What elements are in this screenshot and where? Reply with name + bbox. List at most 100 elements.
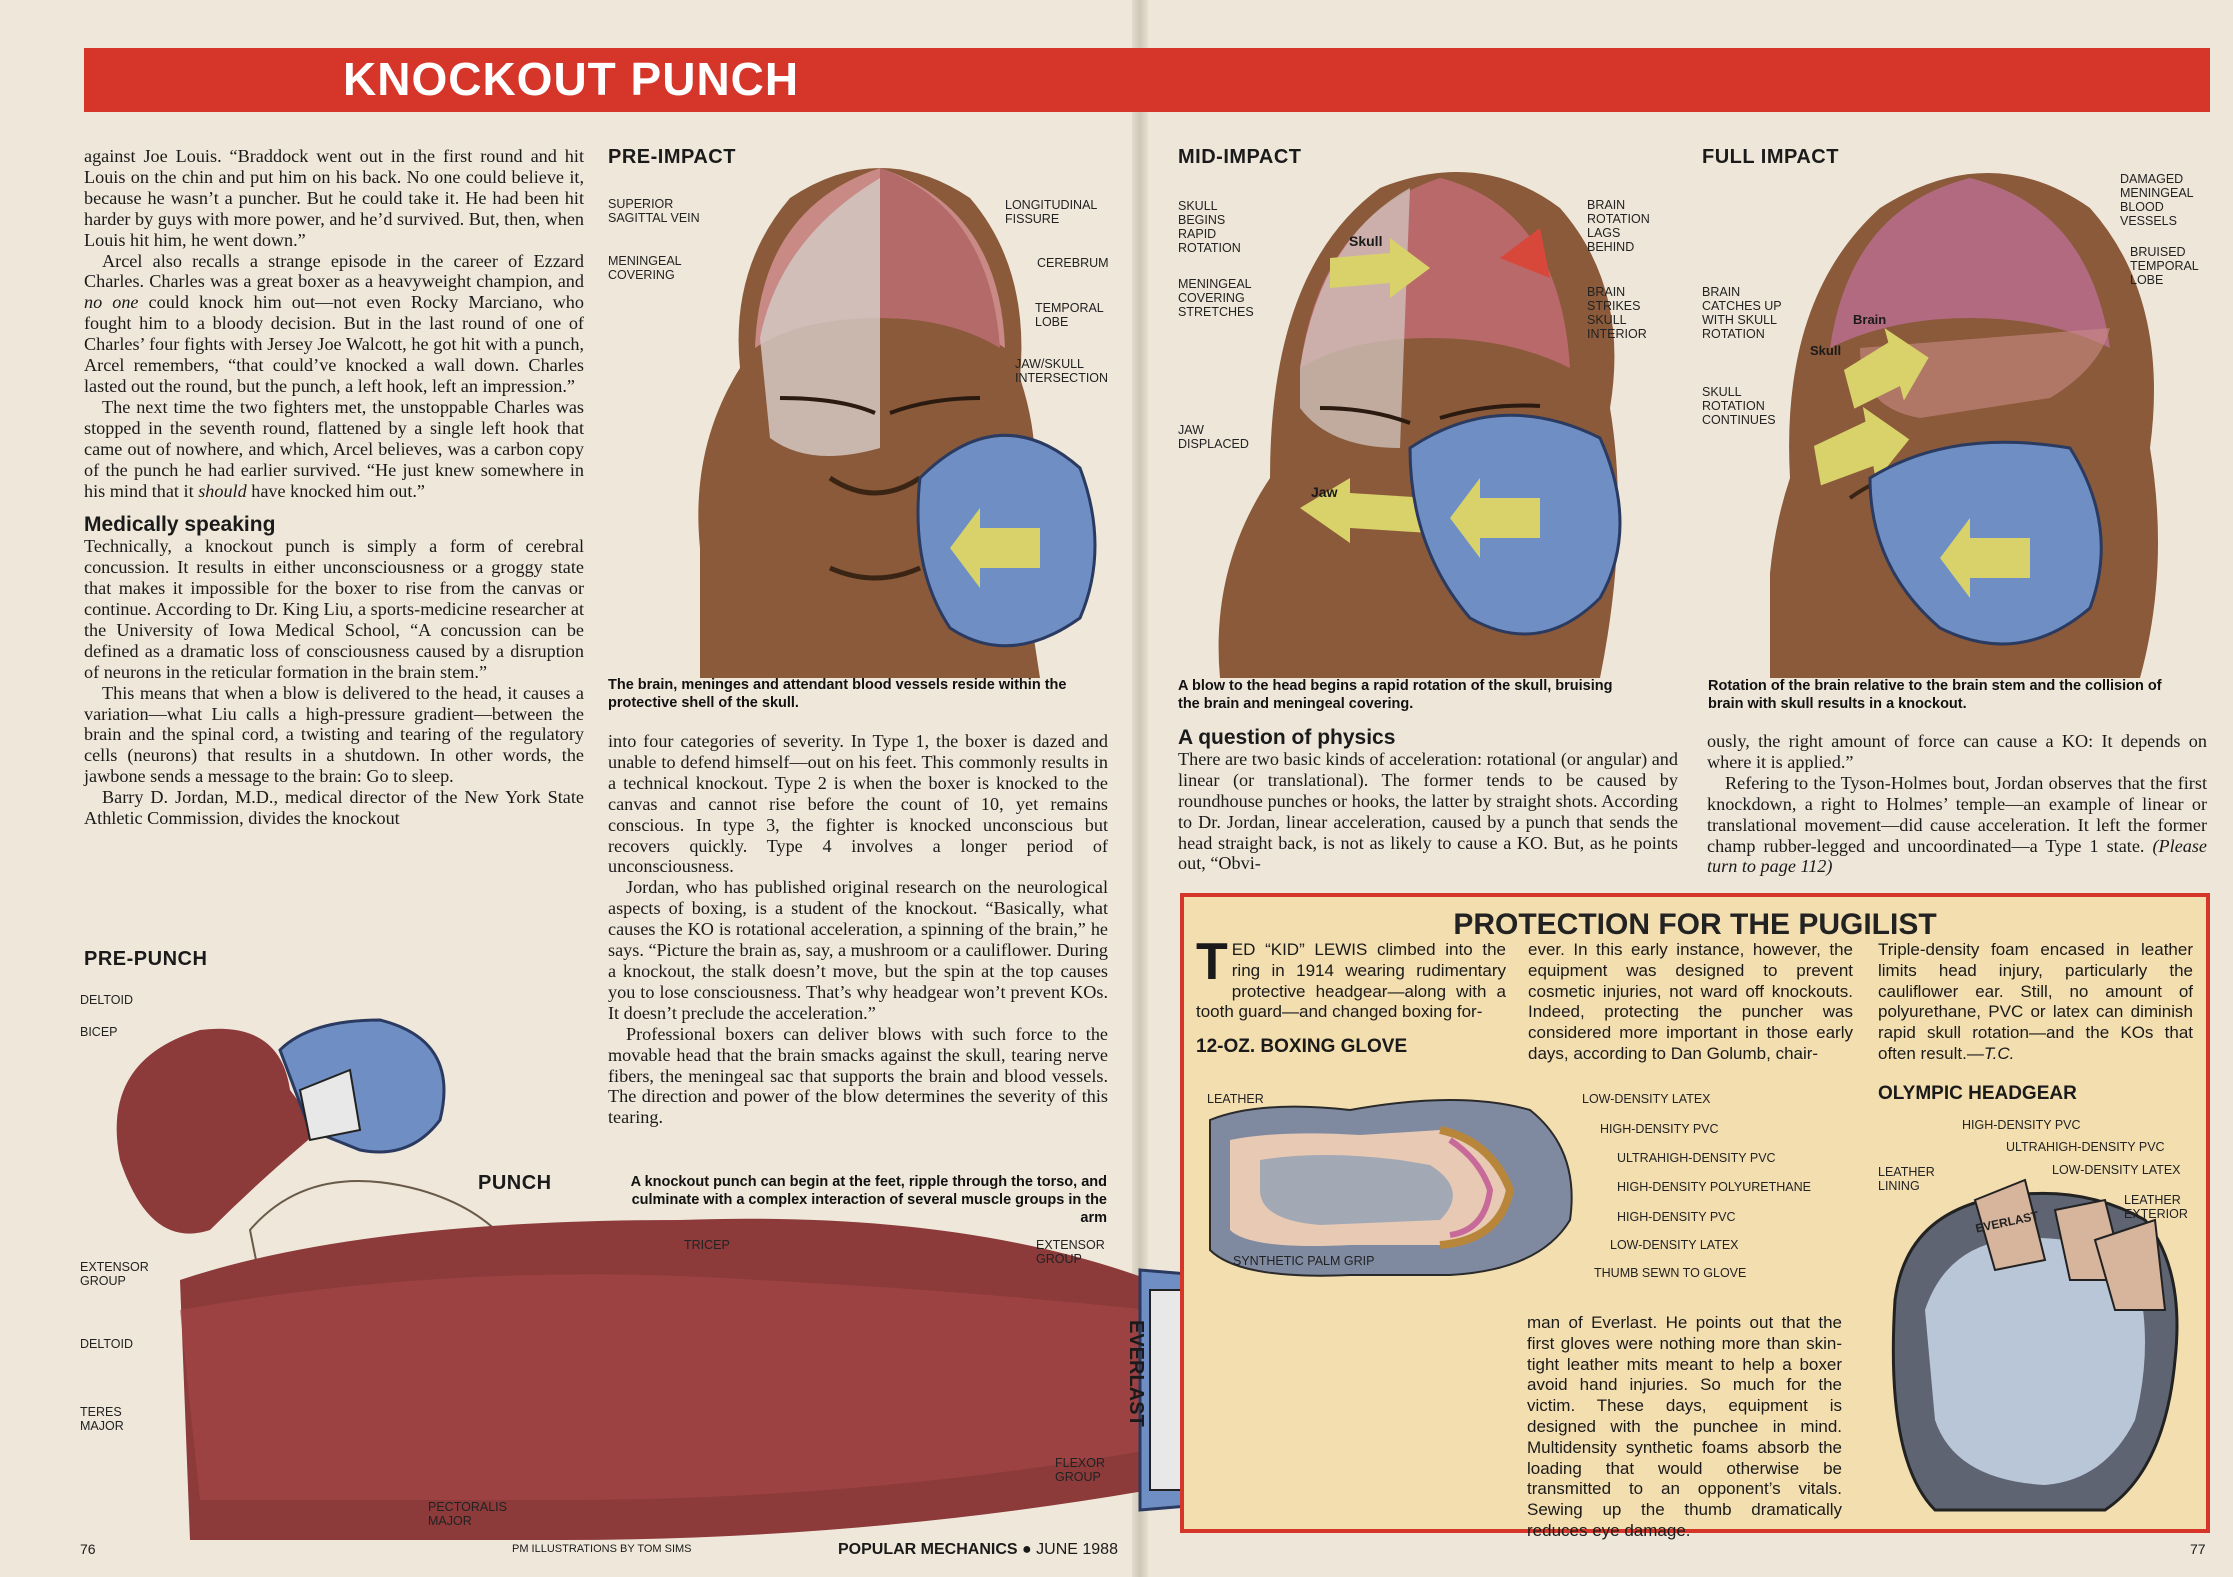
label: HIGH-DENSITY PVC (1600, 1122, 1719, 1136)
paragraph: ously, the right amount of force can cau… (1707, 731, 2207, 772)
continuation-note: (Please turn to page 112) (1707, 835, 2208, 877)
label: DELTOID (80, 993, 134, 1007)
publication-footer: POPULAR MECHANICS ● JUNE 1988 (838, 1541, 1118, 1559)
paragraph: Technically, a knockout punch is simply … (84, 536, 584, 682)
label: JAW DISPLACED (1178, 423, 1249, 451)
punch-title: PUNCH (478, 1172, 552, 1194)
drop-cap: T (1196, 933, 1228, 991)
pre-impact-illustration (698, 168, 1097, 678)
text-span: have knocked him out.” (246, 480, 425, 501)
mid-impact-illustration (1218, 172, 1622, 678)
section-heading: Medically speaking (84, 513, 276, 537)
label: LEATHER (1207, 1092, 1264, 1106)
mid-impact-title: MID-IMPACT (1178, 146, 1302, 168)
figure-caption: The brain, meninges and attendant blood … (608, 677, 1067, 711)
paragraph: Jordan, who has published original resea… (608, 877, 1108, 1023)
sidebar-title: PROTECTION FOR THE PUGILIST (1453, 908, 1937, 941)
label: ULTRAHIGH-DENSITY PVC (1617, 1151, 1776, 1165)
skull-arrow-label: Skull (1810, 343, 1842, 358)
paragraph: Refering to the Tyson-Holmes bout, Jorda… (1707, 773, 2207, 878)
page-number-left: 76 (80, 1541, 96, 1557)
label: THUMB SEWN TO GLOVE (1594, 1266, 1747, 1280)
figure-caption: Rotation of the brain relative to the br… (1708, 678, 2162, 712)
paragraph: This means that when a blow is delivered… (84, 682, 584, 787)
sidebar-column-3: Triple-density foam encased in leather l… (1878, 940, 2193, 1065)
issue-date: JUNE 1988 (1036, 1541, 1118, 1558)
illustration-credit: PM ILLUSTRATIONS BY TOM SIMS (512, 1543, 692, 1555)
label: LOW-DENSITY LATEX (2052, 1163, 2181, 1177)
text-span: Triple-density foam encased in leather l… (1878, 940, 2193, 1063)
publication-name: POPULAR MECHANICS (838, 1541, 1018, 1558)
label: HIGH-DENSITY POLYURETHANE (1617, 1180, 1812, 1194)
author-initials: T.C. (1983, 1043, 2015, 1063)
text-span: The next time the two fighters met, the … (84, 396, 584, 501)
label: BRUISED TEMPORAL LOBE (2130, 245, 2199, 287)
label: CEREBRUM (1037, 256, 1109, 270)
headgear-section-title: OLYMPIC HEADGEAR (1878, 1083, 2077, 1104)
label: JAW/SKULL INTERSECTION (1015, 357, 1109, 385)
label: EXTENSOR GROUP (1036, 1238, 1105, 1266)
label: LEATHER EXTERIOR (2124, 1193, 2188, 1221)
label: LEATHER LINING (1878, 1165, 1935, 1193)
label: HIGH-DENSITY PVC (1617, 1210, 1736, 1224)
label: DAMAGED MENINGEAL BLOOD VESSELS (2120, 172, 2194, 228)
label: MENINGEAL COVERING (608, 254, 682, 282)
article-column-4: ously, the right amount of force can cau… (1707, 731, 2207, 877)
label: FLEXOR GROUP (1055, 1456, 1106, 1484)
skull-arrow-label: Skull (1349, 233, 1383, 249)
page-spine (1132, 0, 1148, 1577)
article-column-2: into four categories of severity. In Typ… (608, 731, 1108, 1128)
text-span: Refering to the Tyson-Holmes bout, Jorda… (1707, 772, 2207, 856)
article-title: KNOCKOUT PUNCH (343, 53, 800, 105)
label: TRICEP (684, 1238, 730, 1252)
label: TERES MAJOR (80, 1405, 124, 1433)
label: PECTORALIS MAJOR (428, 1500, 507, 1528)
olympic-headgear-illustration (1891, 1178, 2179, 1512)
label: SKULL BEGINS RAPID ROTATION (1178, 199, 1241, 255)
article-column-3: A question of physics There are two basi… (1178, 726, 1678, 874)
text-span: Arcel also recalls a strange episode in … (84, 250, 584, 292)
label: TEMPORAL LOBE (1035, 301, 1104, 329)
figure-caption: A knockout punch can begin at the feet, … (630, 1174, 1107, 1226)
paragraph: Professional boxers can deliver blows wi… (608, 1023, 1108, 1128)
label: MENINGEAL COVERING STRETCHES (1178, 277, 1254, 319)
paragraph: The next time the two fighters met, the … (84, 397, 584, 502)
label: SYNTHETIC PALM GRIP (1233, 1254, 1375, 1268)
text-span: ED “KID” LEWIS climbed into the ring in … (1196, 940, 1506, 1022)
emphasis: should (198, 480, 247, 501)
label: DELTOID (80, 1337, 134, 1351)
article-column-1: against Joe Louis. “Braddock went out in… (84, 146, 584, 829)
jaw-arrow-label: Jaw (1311, 484, 1338, 500)
emphasis: no one (84, 292, 139, 313)
page-number-right: 77 (2190, 1541, 2206, 1557)
label: LOW-DENSITY LATEX (1582, 1092, 1711, 1106)
label: LONGITUDINAL FISSURE (1005, 198, 1098, 226)
paragraph: There are two basic kinds of acceleratio… (1178, 748, 1678, 874)
full-impact-title: FULL IMPACT (1702, 146, 1839, 168)
label: BRAIN STRIKES SKULL INTERIOR (1587, 285, 1647, 341)
label: BRAIN CATCHES UP WITH SKULL ROTATION (1702, 285, 1782, 341)
label: EXTENSOR GROUP (80, 1260, 149, 1288)
sidebar-column-bottom: man of Everlast. He points out that the … (1527, 1313, 1842, 1540)
label: SUPERIOR SAGITTAL VEIN (608, 197, 700, 225)
pre-impact-title: PRE-IMPACT (608, 146, 736, 168)
pre-punch-title: PRE-PUNCH (84, 948, 208, 970)
label: SKULL ROTATION CONTINUES (1702, 385, 1776, 427)
section-heading: A question of physics (1178, 726, 1396, 749)
glove-brand-logo: EVERLAST (1125, 1320, 1147, 1427)
glove-section-title: 12-OZ. BOXING GLOVE (1196, 1036, 1408, 1057)
paragraph: Barry D. Jordan, M.D., medical director … (84, 787, 584, 829)
paragraph: Arcel also recalls a strange episode in … (84, 251, 584, 397)
title-banner (84, 48, 2210, 112)
paragraph: into four categories of severity. In Typ… (608, 731, 1108, 877)
paragraph: against Joe Louis. “Braddock went out in… (84, 146, 584, 250)
label: ULTRAHIGH-DENSITY PVC (2006, 1140, 2165, 1154)
figure-caption: A blow to the head begins a rapid rotati… (1178, 678, 1613, 712)
label: HIGH-DENSITY PVC (1962, 1118, 2081, 1132)
label: BICEP (80, 1025, 118, 1039)
text-span: could knock him out—not even Rocky Marci… (84, 292, 584, 396)
boxing-glove-cutaway (1209, 1099, 1573, 1277)
brain-arrow-label: Brain (1853, 312, 1887, 327)
label: BRAIN ROTATION LAGS BEHIND (1587, 198, 1650, 254)
